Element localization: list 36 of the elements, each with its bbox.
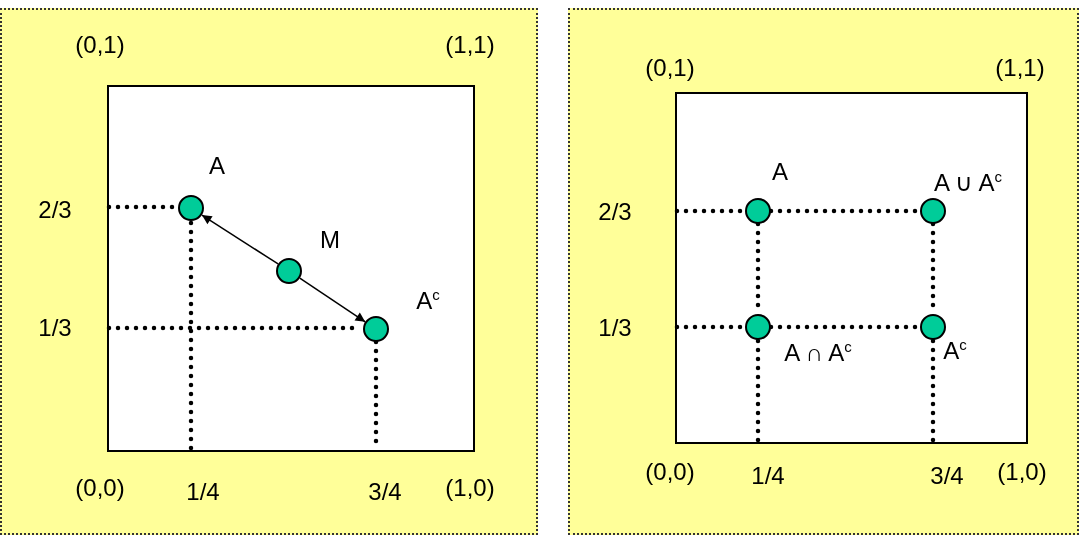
point-marker xyxy=(745,314,771,340)
point-marker xyxy=(276,258,302,284)
tick-label: 1/3 xyxy=(38,314,72,342)
unit-square xyxy=(675,92,1028,444)
point-label: A xyxy=(209,152,225,180)
corner-coordinate: (1,0) xyxy=(445,474,495,502)
arrow xyxy=(299,277,366,323)
corner-coordinate: (0,0) xyxy=(75,474,125,502)
tick-label: 1/3 xyxy=(598,314,632,342)
point-marker xyxy=(178,195,204,221)
point-label: A$^{c}$ xyxy=(943,335,967,365)
point-marker xyxy=(745,198,771,224)
tick-label: 2/3 xyxy=(598,198,632,226)
point-marker xyxy=(363,316,389,342)
corner-coordinate: (1,0) xyxy=(997,458,1047,486)
unit-square xyxy=(107,85,475,452)
tick-label: 2/3 xyxy=(38,196,72,224)
point-label: M xyxy=(320,226,340,254)
tick-label: 1/4 xyxy=(186,478,220,506)
corner-coordinate: (0,0) xyxy=(645,458,695,486)
point-label: A xyxy=(772,158,788,186)
corner-coordinate: (1,1) xyxy=(445,31,495,59)
panel-background xyxy=(568,8,1079,535)
point-marker xyxy=(920,314,946,340)
tick-label: 1/4 xyxy=(751,462,785,490)
tick-label: 3/4 xyxy=(930,462,964,490)
point-marker xyxy=(920,198,946,224)
tick-label: 3/4 xyxy=(368,478,402,506)
point-label: A$^{c}$ xyxy=(416,285,440,315)
corner-coordinate: (0,1) xyxy=(645,54,695,82)
point-label: A ∩ A$^{c}$ xyxy=(784,337,852,367)
corner-coordinate: (1,1) xyxy=(995,54,1045,82)
point-label: A ∪ A$^{c}$ xyxy=(933,167,1003,197)
corner-coordinate: (0,1) xyxy=(75,31,125,59)
panel-background xyxy=(0,8,538,535)
arrow xyxy=(201,214,279,265)
